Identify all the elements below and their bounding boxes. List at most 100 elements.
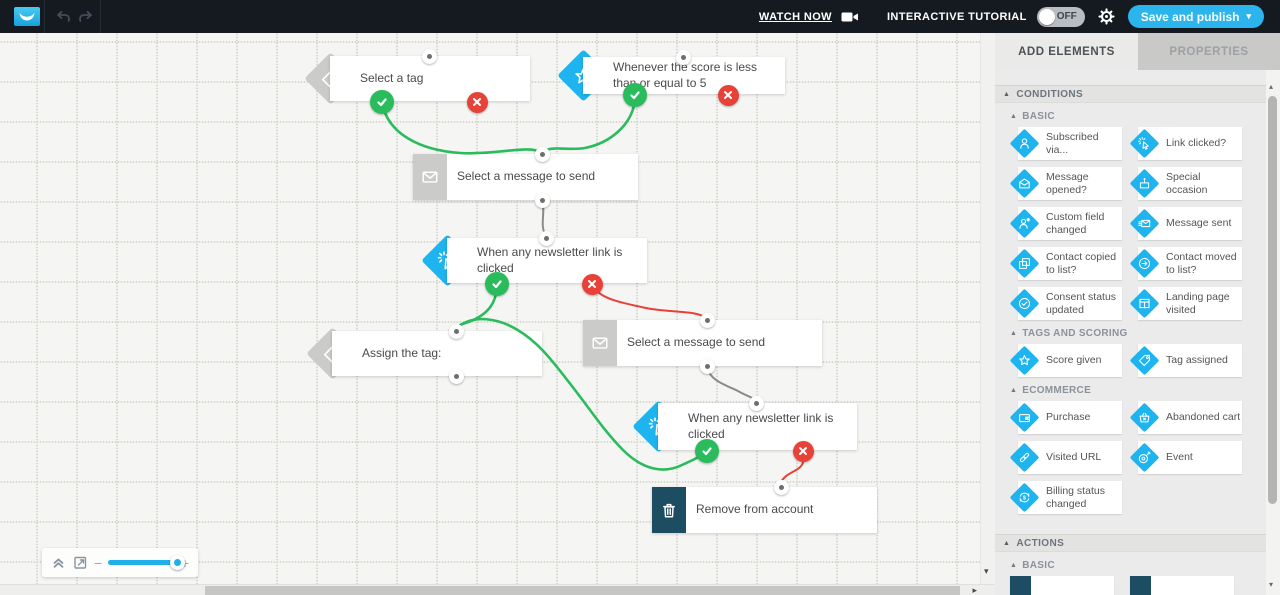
- element-item-subscribed-via[interactable]: Subscribed via...: [1009, 127, 1122, 160]
- flow-node-whenever-the-score-is-less-than-or-equal-to-5[interactable]: Whenever the score is less than or equal…: [556, 49, 785, 102]
- element-item-message-sent[interactable]: Message sent: [1129, 207, 1242, 240]
- element-label: Landing page visited: [1166, 291, 1230, 316]
- port-in[interactable]: [675, 49, 691, 65]
- sidebar-scroll-thumb[interactable]: [1268, 96, 1277, 504]
- element-item-purchase[interactable]: Purchase: [1009, 401, 1122, 434]
- tab-add-elements[interactable]: ADD ELEMENTS: [995, 33, 1138, 70]
- scroll-down-arrow[interactable]: ▾: [1269, 580, 1274, 589]
- element-item-billing-status-changed[interactable]: $Billing status changed: [1009, 481, 1122, 514]
- settings-gear-icon[interactable]: [1098, 8, 1115, 25]
- port-no[interactable]: [717, 84, 739, 106]
- element-item-event[interactable]: Event: [1129, 441, 1242, 474]
- element-item-contact-moved-to-list[interactable]: Contact moved to list?: [1129, 247, 1242, 280]
- scroll-up-arrow[interactable]: ▴: [1269, 82, 1274, 91]
- element-item-abandoned-cart[interactable]: Abandoned cart: [1129, 401, 1242, 434]
- node-card[interactable]: Whenever the score is less than or equal…: [583, 57, 785, 94]
- scroll-right-arrow[interactable]: ▸: [972, 585, 977, 595]
- port-next[interactable]: [534, 192, 550, 208]
- element-item-action[interactable]: [1010, 576, 1114, 595]
- element-item-score-given[interactable]: Score given: [1009, 344, 1122, 377]
- flow-node-assign-the-tag[interactable]: Assign the tag:: [305, 327, 542, 380]
- element-item-tag-assigned[interactable]: Tag assigned: [1129, 344, 1242, 377]
- interactive-tutorial-label: INTERACTIVE TUTORIAL: [886, 10, 1027, 23]
- sidebar-subsection-basic[interactable]: ▲BASIC: [1010, 111, 1266, 122]
- element-item-special-occasion[interactable]: Special occasion: [1129, 167, 1242, 200]
- element-item-visited-url[interactable]: Visited URL: [1009, 441, 1122, 474]
- port-in[interactable]: [421, 48, 437, 64]
- port-in[interactable]: [773, 479, 789, 495]
- port-no[interactable]: [466, 91, 488, 113]
- port-in[interactable]: [748, 395, 764, 411]
- zoom-slider[interactable]: [108, 555, 186, 570]
- flow-node-select-a-message-to-send[interactable]: Select a message to send: [583, 320, 822, 366]
- element-item-link-clicked[interactable]: Link clicked?: [1129, 127, 1242, 160]
- watch-now-link[interactable]: WATCH NOW: [758, 10, 832, 23]
- element-item-landing-page-visited[interactable]: Landing page visited: [1129, 287, 1242, 320]
- node-card[interactable]: Remove from account: [652, 487, 877, 533]
- fit-to-screen-button[interactable]: [73, 555, 88, 570]
- port-no[interactable]: [581, 273, 603, 295]
- undo-icon[interactable]: [55, 10, 72, 23]
- port-yes[interactable]: [370, 90, 394, 114]
- zoom-slider-thumb[interactable]: [170, 555, 186, 570]
- envelope-smile-icon: [19, 12, 35, 21]
- element-label: Billing status changed: [1046, 485, 1105, 510]
- section-title: ACTIONS: [1016, 537, 1065, 549]
- collapse-toolbar-button[interactable]: [51, 555, 66, 570]
- port-yes[interactable]: [623, 83, 647, 107]
- getresponse-logo[interactable]: [14, 7, 40, 26]
- node-card[interactable]: Select a message to send: [413, 154, 638, 200]
- node-card[interactable]: Assign the tag:: [332, 331, 542, 376]
- element-item-consent-status-updated[interactable]: Consent status updated: [1009, 287, 1122, 320]
- element-item-custom-field-changed[interactable]: Custom field changed: [1009, 207, 1122, 240]
- flow-node-when-any-newsletter-link-is-clicked[interactable]: When any newsletter link is clicked: [420, 234, 647, 287]
- zoom-out-button[interactable]: −: [94, 554, 103, 571]
- sidebar-subsection-tags-and-scoring[interactable]: ▲TAGS AND SCORING: [1010, 328, 1266, 339]
- sidebar-tabs: ADD ELEMENTS PROPERTIES: [995, 33, 1280, 70]
- sidebar-section-actions[interactable]: ▲ACTIONS: [995, 534, 1266, 552]
- sidebar-subsection-ecommerce[interactable]: ▲ECOMMERCE: [1010, 385, 1266, 396]
- element-item-message-opened[interactable]: Message opened?: [1009, 167, 1122, 200]
- flow-node-remove-from-account[interactable]: Remove from account: [652, 487, 877, 533]
- person-edit-icon: [1019, 217, 1031, 229]
- video-camera-icon: [841, 12, 858, 21]
- workflow-canvas[interactable]: Select a tag Whenever the score is less t…: [0, 33, 980, 595]
- sidebar-scrollbar[interactable]: ▴ ▾: [1266, 70, 1280, 595]
- port-in[interactable]: [699, 312, 715, 328]
- scroll-down-arrow[interactable]: ▾: [984, 566, 989, 576]
- tab-properties[interactable]: PROPERTIES: [1138, 33, 1280, 70]
- save-and-publish-button[interactable]: Save and publish ▾: [1127, 5, 1264, 28]
- port-in[interactable]: [448, 323, 464, 339]
- flow-node-select-a-message-to-send[interactable]: Select a message to send: [413, 154, 638, 200]
- sidebar-section-conditions[interactable]: ▲CONDITIONS: [995, 85, 1266, 103]
- element-label: Visited URL: [1046, 451, 1102, 464]
- port-yes[interactable]: [695, 439, 719, 463]
- element-item-contact-copied-to-list[interactable]: Contact copied to list?: [1009, 247, 1122, 280]
- check-icon: [492, 280, 502, 289]
- element-label: Event: [1166, 451, 1193, 464]
- element-item-action[interactable]: [1130, 576, 1234, 595]
- hscroll-thumb[interactable]: [205, 586, 960, 595]
- tutorial-toggle[interactable]: OFF: [1036, 6, 1085, 27]
- element-label: Custom field changed: [1046, 211, 1105, 236]
- port-no[interactable]: [792, 440, 814, 462]
- copy-icon: [1019, 258, 1030, 269]
- port-in[interactable]: [534, 146, 550, 162]
- sidebar-subsection-basic[interactable]: ▲BASIC: [1010, 560, 1266, 571]
- node-card[interactable]: When any newsletter link is clicked: [447, 238, 647, 283]
- canvas-vertical-scrollbar[interactable]: ▾: [980, 33, 995, 595]
- flow-node-select-a-tag[interactable]: Select a tag: [303, 52, 530, 105]
- canvas-horizontal-scrollbar[interactable]: ▸: [0, 584, 995, 595]
- port-next[interactable]: [448, 368, 464, 384]
- node-card[interactable]: Select a message to send: [583, 320, 822, 366]
- redo-icon[interactable]: [77, 10, 94, 23]
- element-badge: [1129, 345, 1160, 376]
- port-in[interactable]: [538, 230, 554, 246]
- port-next[interactable]: [699, 358, 715, 374]
- node-card[interactable]: Select a tag: [330, 56, 530, 101]
- port-yes[interactable]: [485, 272, 509, 296]
- element-label: Special occasion: [1166, 171, 1208, 196]
- element-badge: [1009, 168, 1040, 199]
- element-label: Abandoned cart: [1166, 411, 1241, 424]
